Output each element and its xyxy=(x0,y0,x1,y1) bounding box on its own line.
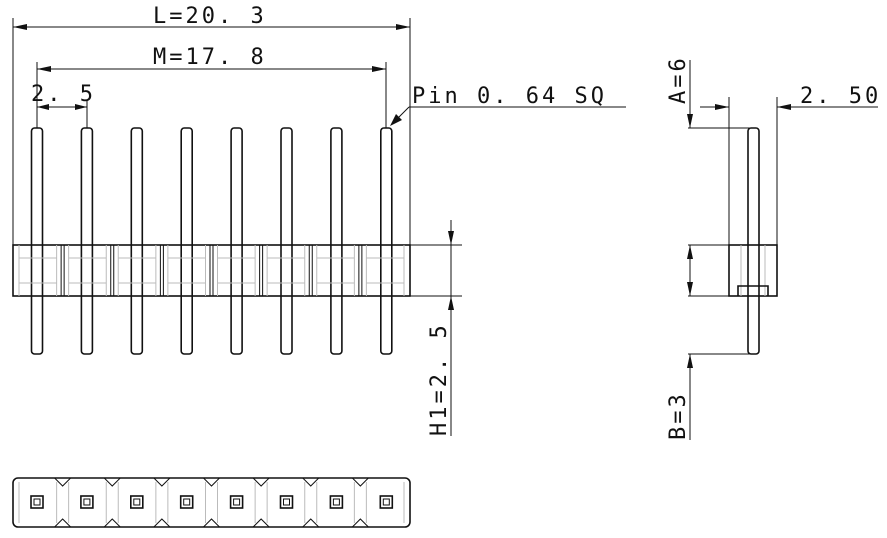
top-view xyxy=(12,477,411,528)
pin-square xyxy=(130,495,144,509)
pin xyxy=(180,127,193,355)
front-view xyxy=(12,127,411,355)
top-pin-length-label: A=6 xyxy=(666,55,691,104)
pin-square xyxy=(329,495,344,509)
pin xyxy=(280,127,293,355)
pin xyxy=(80,127,94,355)
pin xyxy=(330,127,343,355)
dimension-pin-row-span: M=17. 8 xyxy=(36,45,387,128)
pitch-label: 2. 5 xyxy=(31,82,96,107)
insulator-body xyxy=(12,244,411,297)
insulator-height-label: H1=2. 5 xyxy=(427,322,452,436)
pin xyxy=(230,127,243,355)
pin-square xyxy=(379,495,394,509)
dimension-top-pin-length: A=6 xyxy=(666,55,753,297)
pin-square xyxy=(80,495,94,509)
pin-square xyxy=(229,495,244,509)
side-view xyxy=(728,127,778,355)
dimension-insulator-height: H1=2. 5 xyxy=(410,220,462,436)
pin-square xyxy=(279,495,294,509)
pin-square xyxy=(30,495,44,509)
pin xyxy=(379,127,393,355)
dimension-bottom-pin-length: B=3 xyxy=(666,353,753,440)
pin-size-leader: Pin 0. 64 SQ xyxy=(390,84,626,126)
row-spacing-label: 2. 50 xyxy=(800,84,881,109)
pin xyxy=(30,127,44,355)
side-pin xyxy=(747,127,760,355)
dimension-pitch: 2. 5 xyxy=(31,82,96,128)
overall-length-label: L=20. 3 xyxy=(153,4,267,29)
pin xyxy=(130,127,144,355)
pin-size-label: Pin 0. 64 SQ xyxy=(412,84,607,109)
dimension-overall-length: L=20. 3 xyxy=(12,4,411,245)
side-insulator xyxy=(728,244,778,297)
top-view-cells xyxy=(18,477,405,528)
bottom-pin-length-label: B=3 xyxy=(666,391,691,440)
front-pins xyxy=(30,127,393,355)
pin-row-span-label: M=17. 8 xyxy=(153,45,267,70)
pin-square xyxy=(179,495,194,509)
dimension-row-spacing: 2. 50 xyxy=(700,84,881,245)
top-view-body xyxy=(12,477,411,528)
insulator-segments xyxy=(18,245,405,296)
